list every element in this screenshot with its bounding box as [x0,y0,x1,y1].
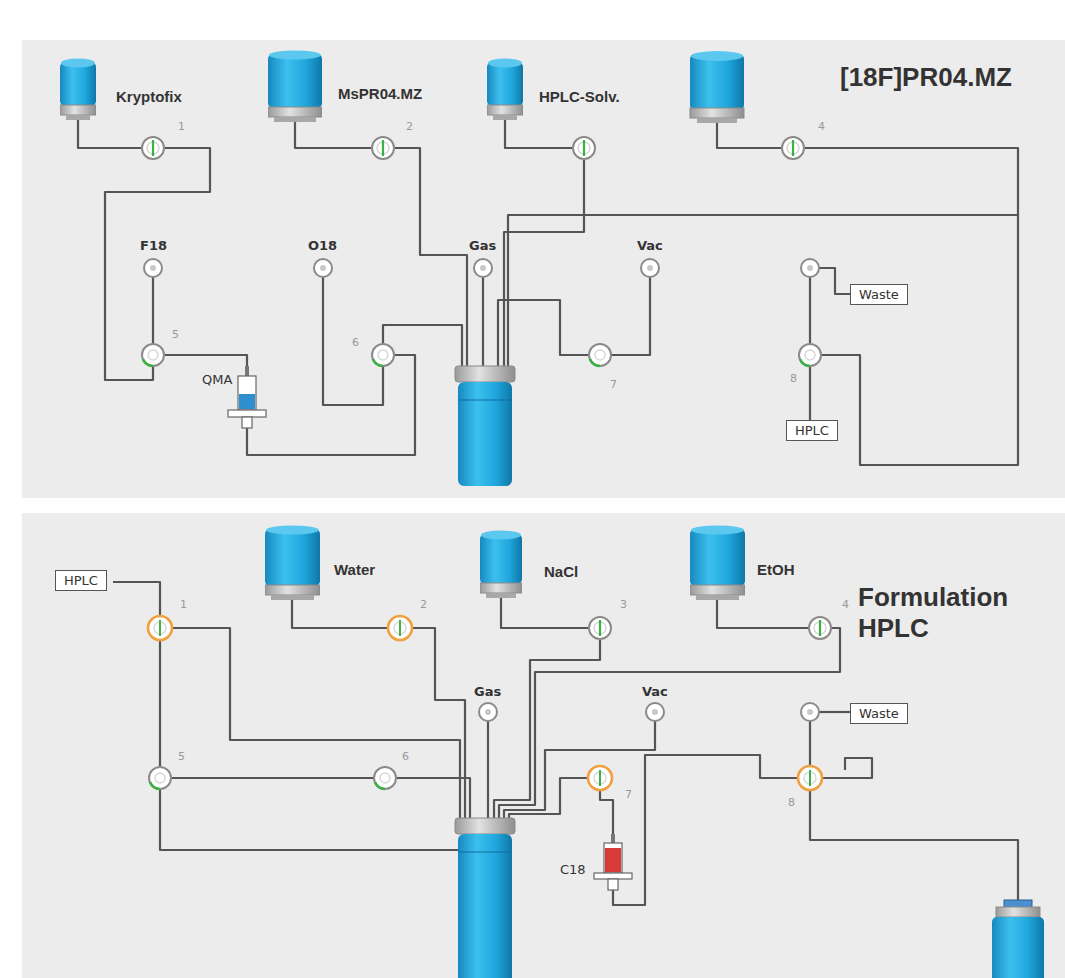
callout-number: 7 [610,378,617,391]
callout-number: 8 [788,796,795,809]
port-label: Gas [474,684,501,700]
callout-number: 1 [178,120,185,133]
reagent-vial: Water [265,525,375,600]
callout-number: 1 [180,598,187,611]
callout-number: 7 [625,788,632,801]
port-box: HPLC [786,420,838,441]
reagent-vial: NaCl [480,530,578,598]
reagent-vial: MsPR04.MZ [268,50,422,122]
callout-number: 6 [352,336,359,349]
product-vial [992,900,1044,978]
panel-title: Formulation HPLC [858,582,1058,644]
box-label: Waste [859,287,899,302]
vial-shape [487,58,523,120]
vial-shape [480,530,522,598]
vial-label: Water [334,561,375,578]
box-label: Waste [859,706,899,721]
vial-shape [690,525,745,600]
port-box: Waste [850,284,908,305]
reagent-vial [690,51,744,123]
callout-number: 3 [620,598,627,611]
reagent-vial: Kryptofix [60,58,182,120]
port-box: Waste [850,703,908,724]
vial-label: HPLC-Solv. [539,88,620,105]
port-label: C18 [560,862,586,878]
port-label: QMA [202,372,232,388]
vial-shape [265,525,320,600]
box-label: HPLC [64,573,98,588]
reagent-vial: EtOH [690,525,795,600]
panel-title: [18F]PR04.MZ [840,62,1012,93]
reactor-vessel [455,818,515,978]
callout-number: 2 [406,120,413,133]
panel-ground [22,40,1065,498]
port-box: HPLC [55,570,107,591]
vial-label: EtOH [757,561,795,578]
reagent-vial: HPLC-Solv. [487,58,620,120]
valve-symbol [142,137,831,790]
vial-label: MsPR04.MZ [338,85,422,102]
callout-number: 8 [790,372,797,385]
vial-label: NaCl [544,563,578,580]
callout-number: 2 [420,598,427,611]
callout-number: 6 [402,750,409,763]
reactor-vessel [455,366,515,486]
callout-number: 5 [178,750,185,763]
port-label: F18 [140,238,167,254]
tubing [78,120,1018,905]
callout-number: 5 [172,328,179,341]
port-label: Vac [642,684,668,700]
panel-ground [22,513,1065,978]
c18-cartridge [594,834,632,890]
qma-cartridge [228,366,266,428]
vial-shape [60,58,96,120]
callout-number: 4 [818,120,825,133]
port-label: Vac [637,238,663,254]
callout-number: 4 [842,598,849,611]
box-label: HPLC [795,423,829,438]
vial-shape [268,50,322,122]
vial-label: Kryptofix [116,88,182,105]
port-label: Gas [469,238,496,254]
port-label: O18 [308,238,337,254]
port-symbol [144,259,819,721]
